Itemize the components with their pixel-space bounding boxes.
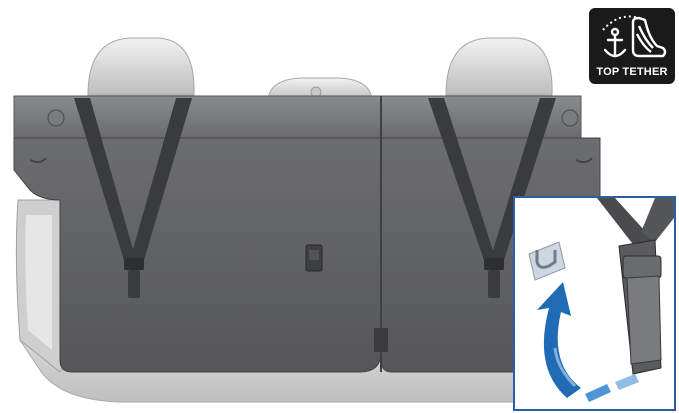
anchor-child-seat-icon <box>589 8 675 66</box>
left-headrest <box>88 38 194 95</box>
left-seatback <box>14 96 381 372</box>
direction-arrow-icon <box>537 282 639 402</box>
badge-label: TOP TETHER <box>589 66 675 78</box>
tether-detail-inset <box>513 196 676 411</box>
top-tether-badge: TOP TETHER <box>589 8 675 84</box>
anchor-bracket <box>529 242 565 280</box>
tether-hook-detail <box>515 198 674 409</box>
center-latch <box>306 245 322 271</box>
right-headrest <box>446 38 552 95</box>
seat-buckle <box>374 328 388 352</box>
